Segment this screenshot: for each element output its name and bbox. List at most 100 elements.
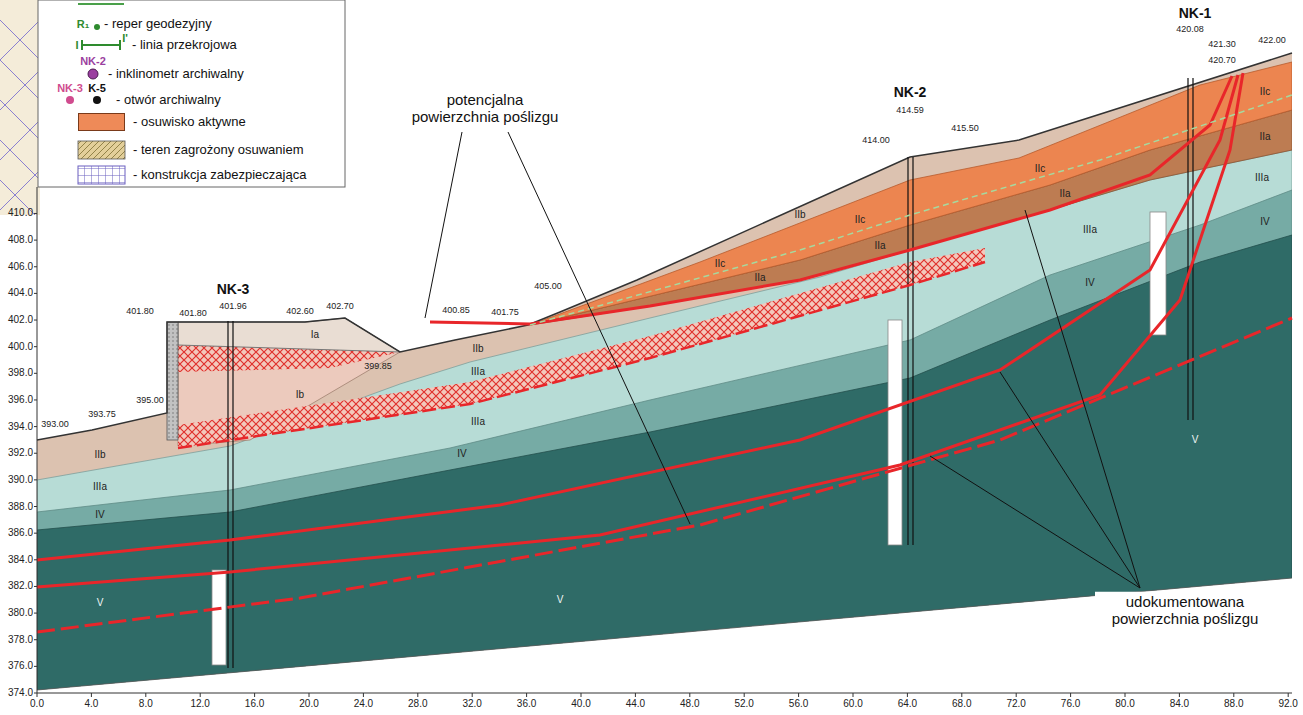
axis-line (37, 187, 1292, 693)
elevation-label: 414.59 (896, 105, 924, 115)
axis-label: 376.0 (8, 661, 33, 673)
leader-line (425, 132, 1140, 588)
axis-tick (34, 266, 37, 267)
axis-tick (34, 506, 37, 507)
axis-label: 8.0 (139, 698, 153, 710)
elevation-label: 399.85 (364, 361, 392, 371)
axis-label: 60.0 (843, 698, 862, 710)
axis-label: 384.0 (8, 554, 33, 566)
elevation-label: 395.00 (136, 395, 164, 405)
layer-label: IIb (94, 449, 105, 461)
legend-box (38, 0, 345, 187)
axis-tick (145, 693, 146, 697)
axis-label: 378.0 (8, 634, 33, 646)
axis-tick (254, 693, 255, 697)
elevation-label: 401.96 (219, 301, 247, 311)
elevation-label: 401.75 (491, 307, 519, 317)
legend-symbol-label: R₁ (77, 18, 90, 31)
borehole-label: NK-2 (894, 84, 927, 100)
retaining-wall (167, 322, 178, 440)
borehole-label: NK-3 (217, 281, 250, 297)
borehole-symbol (93, 96, 101, 104)
axis-tick (34, 453, 37, 454)
axis-tick (34, 320, 37, 321)
layer-label: IIc (1260, 86, 1271, 98)
construction-swatch (78, 166, 125, 184)
axis-tick (1179, 693, 1180, 697)
layer-label: V (97, 597, 104, 609)
axis-tick (34, 586, 37, 587)
core-column (888, 320, 902, 545)
layer-iiia (37, 150, 1292, 700)
axis-tick (34, 240, 37, 241)
elevation-label: 415.50 (951, 123, 979, 133)
benchmark-symbol (94, 24, 100, 30)
legend-text: - inklinometr archiwalny (108, 67, 244, 82)
axis-label: 404.0 (8, 288, 33, 300)
axis-tick (1288, 693, 1289, 697)
axis-label: 56.0 (789, 698, 808, 710)
elevation-label: 420.70 (1208, 55, 1236, 65)
axis-tick (961, 693, 962, 697)
hazard-swatch (78, 141, 125, 159)
axis-label: 382.0 (8, 581, 33, 593)
slip-surface (37, 73, 1243, 587)
axis-label: 398.0 (8, 368, 33, 380)
axis-tick (1233, 693, 1234, 697)
legend-text: - reper geodezyjny (104, 17, 212, 32)
axis-label: 48.0 (680, 698, 699, 710)
layer-label: IIa (1259, 131, 1270, 143)
layer-label: IIIa (471, 416, 485, 428)
axis-label: 380.0 (8, 607, 33, 619)
legend-text: - otwór archiwalny (116, 93, 221, 108)
axis-ticks (34, 213, 1288, 697)
axis-tick (34, 213, 37, 214)
layer-label: IIa (874, 240, 885, 252)
water-table-line (530, 95, 1292, 325)
axis-label: 392.0 (8, 447, 33, 459)
callout-text: udokumentowana powierzchnia poślizgu (1095, 592, 1275, 629)
borehole-symbol (66, 96, 74, 104)
axis-label: 32.0 (462, 698, 481, 710)
elevation-label: 402.60 (286, 306, 314, 316)
axis-tick (472, 693, 473, 697)
axis-tick (853, 693, 854, 697)
layer-label: IIc (1035, 163, 1046, 175)
inclinometer-symbol (88, 69, 98, 79)
map-grid (0, 20, 40, 215)
axis-tick (744, 693, 745, 697)
axis-label: 20.0 (299, 698, 318, 710)
axis-label: 408.0 (8, 234, 33, 246)
axis-label: 394.0 (8, 421, 33, 433)
borehole-line (228, 78, 1193, 668)
axis-tick (34, 613, 37, 614)
elevation-label: 402.70 (326, 301, 354, 311)
elevation-label: 414.00 (862, 135, 890, 145)
axis-tick (689, 693, 690, 697)
layer-label: IIIa (93, 481, 107, 493)
layer-label: IV (457, 448, 466, 460)
axis-label: 84.0 (1170, 698, 1189, 710)
elevation-label: 393.00 (41, 419, 69, 429)
legend-symbol-label: K-5 (88, 82, 106, 95)
layer-label: IIc (855, 214, 866, 226)
axis-tick (526, 693, 527, 697)
axis-tick (417, 693, 418, 697)
layer-label: IV (1085, 277, 1094, 289)
legend-partial-symbol (78, 3, 124, 5)
axis-tick (200, 693, 201, 697)
axis-label: 92.0 (1278, 698, 1297, 710)
legend-symbol-label: NK-3 (57, 82, 83, 95)
core-column (1150, 212, 1166, 335)
axis-tick (34, 373, 37, 374)
layer-label: IIa (754, 272, 765, 284)
axis-label: 388.0 (8, 501, 33, 513)
layer-label: IIb (794, 209, 805, 221)
layer-label: IIIa (1255, 172, 1269, 184)
elevation-label: 401.80 (126, 306, 154, 316)
elevation-label: 421.30 (1208, 39, 1236, 49)
map-background (0, 0, 40, 215)
